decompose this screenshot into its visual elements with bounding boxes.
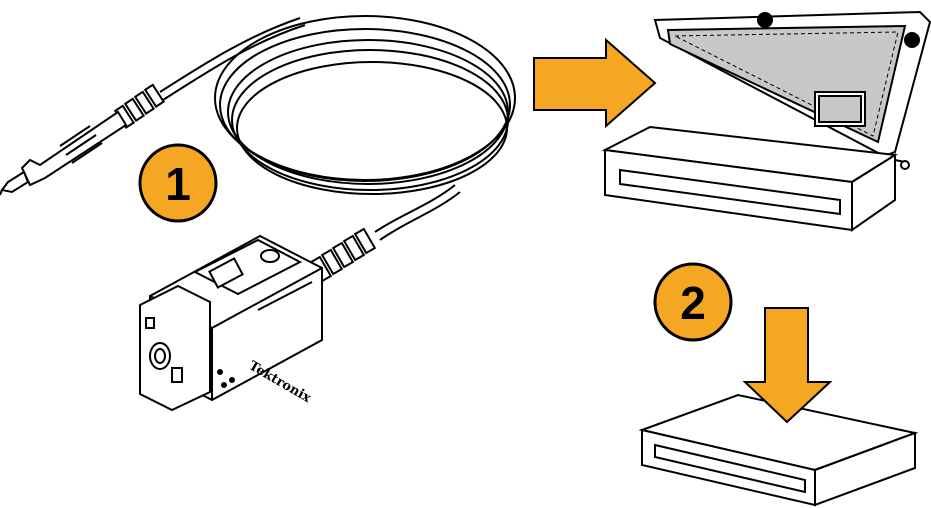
step-1-number: 1 [165, 158, 191, 210]
probe-cable-icon [159, 15, 516, 241]
arrow-right-icon [533, 37, 657, 129]
storage-box-icon [638, 393, 919, 507]
probe-brand-label: Tektronix [246, 358, 314, 406]
probe-tip-strain-relief [113, 83, 166, 129]
arrow-down-icon [742, 307, 833, 424]
step-2-number: 2 [680, 277, 706, 329]
step-1-badge: 1 [138, 143, 218, 223]
step-2-badge: 2 [653, 262, 733, 342]
carrying-case-icon [601, 10, 931, 232]
probe-icon [139, 227, 377, 412]
probe-tip-icon [0, 83, 166, 196]
